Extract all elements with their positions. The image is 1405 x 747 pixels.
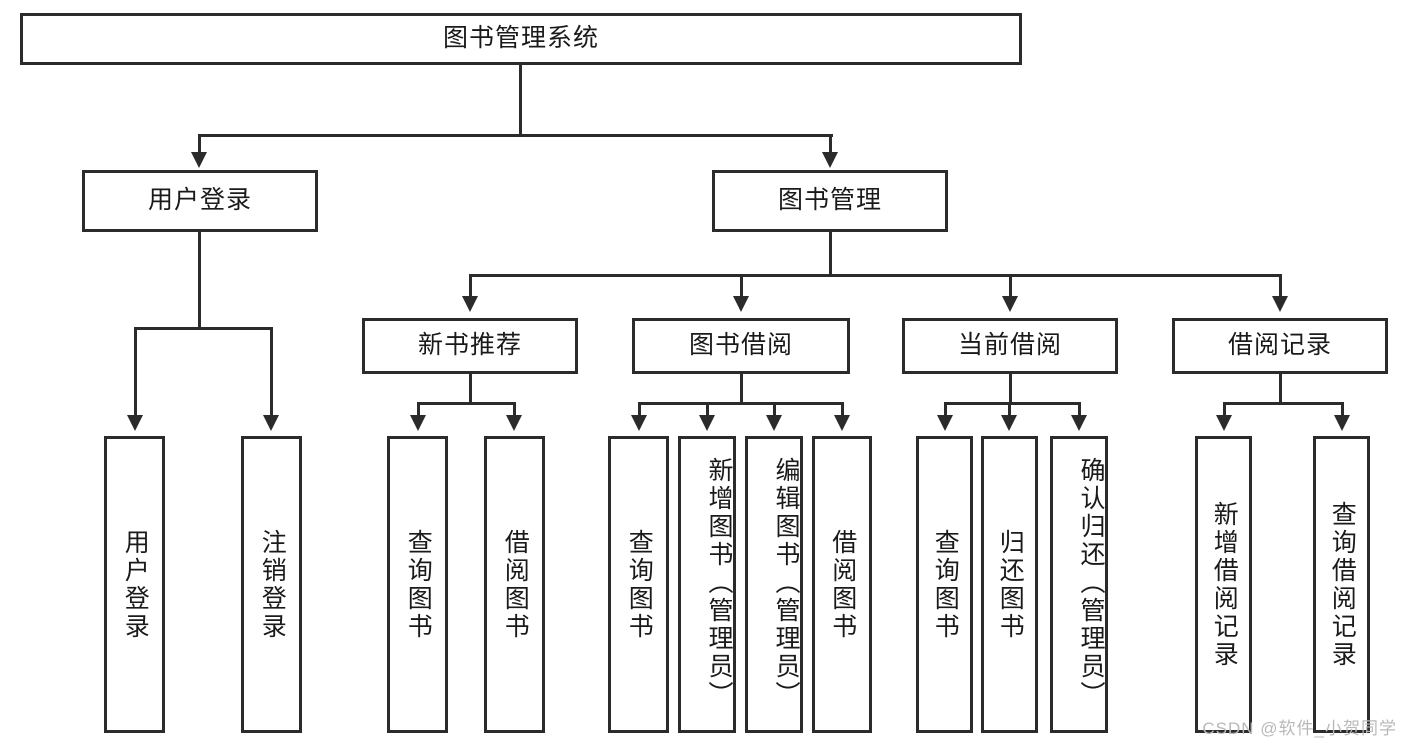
- leaf-edit-book-admin[interactable]: 编辑图书（管理员）: [745, 436, 803, 733]
- arrowhead-bookmgmt-to-newbook: [462, 296, 478, 312]
- connector-login-bar: [134, 327, 272, 330]
- node-label: 查询图书: [404, 528, 433, 641]
- connector-borrow-to-leaf4: [841, 402, 844, 417]
- connector-bookmgmt-to-current: [1009, 274, 1012, 298]
- arrowhead-bookmgmt-to-records: [1272, 296, 1288, 312]
- node-label: 借阅图书: [828, 528, 857, 641]
- leaf-query-book-newbook[interactable]: 查询图书: [387, 436, 448, 733]
- leaf-borrow-book-newbook[interactable]: 借阅图书: [484, 436, 545, 733]
- arrowhead-newbook-to-leaf1: [410, 415, 426, 431]
- connector-newbook-stem: [469, 374, 472, 402]
- connector-records-to-leaf2: [1341, 402, 1344, 417]
- node-label: 归还图书: [996, 528, 1025, 641]
- arrowhead-login-to-leaf2: [263, 415, 279, 431]
- connector-bookmgmt-bar: [469, 274, 1281, 277]
- leaf-add-borrow-record[interactable]: 新增借阅记录: [1195, 436, 1252, 733]
- node-label: 新增图书（管理员）: [705, 456, 733, 709]
- arrowhead-bookmgmt-to-current: [1002, 296, 1018, 312]
- node-label: 借阅记录: [1227, 331, 1332, 360]
- arrowhead-current-to-leaf2: [1001, 415, 1017, 431]
- connector-borrow-bar: [638, 402, 843, 405]
- arrowhead-borrow-to-leaf2: [699, 415, 715, 431]
- connector-root-to-login: [198, 134, 201, 154]
- node-label: 当前借阅: [957, 331, 1062, 360]
- connector-bookmgmt-stem: [829, 232, 832, 274]
- connector-bookmgmt-to-borrow: [740, 274, 743, 298]
- connector-newbook-bar: [417, 402, 516, 405]
- node-borrow-records[interactable]: 借阅记录: [1172, 318, 1388, 374]
- arrowhead-bookmgmt-to-borrow: [733, 296, 749, 312]
- connector-borrow-to-leaf3: [773, 402, 776, 417]
- connector-root-bar: [199, 134, 833, 137]
- node-label: 查询图书: [625, 528, 654, 641]
- connector-current-bar: [944, 402, 1080, 405]
- node-label: 查询借阅记录: [1328, 500, 1357, 669]
- connector-borrow-to-leaf2: [706, 402, 709, 417]
- node-label: 图书借阅: [688, 331, 793, 360]
- leaf-logout[interactable]: 注销登录: [241, 436, 302, 733]
- leaf-borrow-book[interactable]: 借阅图书: [812, 436, 872, 733]
- node-label: 新书推荐: [417, 331, 522, 360]
- node-label: 注销登录: [258, 528, 287, 641]
- node-label: 确认归还（管理员）: [1077, 456, 1105, 709]
- connector-current-to-leaf1: [944, 402, 947, 417]
- node-label: 借阅图书: [501, 528, 530, 641]
- node-label: 用户登录: [147, 186, 252, 215]
- leaf-query-book-borrow[interactable]: 查询图书: [608, 436, 669, 733]
- leaf-confirm-return-admin[interactable]: 确认归还（管理员）: [1050, 436, 1108, 733]
- connector-records-bar: [1223, 402, 1344, 405]
- node-root-system[interactable]: 图书管理系统: [20, 13, 1022, 65]
- node-book-management[interactable]: 图书管理: [712, 170, 948, 232]
- leaf-return-book[interactable]: 归还图书: [981, 436, 1038, 733]
- connector-borrow-stem: [740, 374, 743, 402]
- arrowhead-borrow-to-leaf3: [766, 415, 782, 431]
- connector-current-stem: [1009, 374, 1012, 402]
- connector-root-stem: [519, 65, 522, 134]
- connector-bookmgmt-to-newbook: [469, 274, 472, 298]
- connector-records-to-leaf1: [1223, 402, 1226, 417]
- connector-bookmgmt-to-records: [1279, 274, 1282, 298]
- arrowhead-current-to-leaf1: [937, 415, 953, 431]
- arrowhead-login-to-leaf1: [127, 415, 143, 431]
- arrowhead-root-to-bookmgmt: [822, 152, 838, 168]
- node-label: 编辑图书（管理员）: [772, 456, 800, 709]
- connector-borrow-to-leaf1: [638, 402, 641, 417]
- node-label: 图书管理: [777, 186, 882, 215]
- arrowhead-records-to-leaf2: [1334, 415, 1350, 431]
- connector-login-to-leaf1: [134, 327, 137, 417]
- arrowhead-root-to-login: [191, 152, 207, 168]
- arrowhead-newbook-to-leaf2: [506, 415, 522, 431]
- connector-records-stem: [1279, 374, 1282, 402]
- connector-current-to-leaf3: [1078, 402, 1081, 417]
- arrowhead-current-to-leaf3: [1071, 415, 1087, 431]
- arrowhead-borrow-to-leaf1: [631, 415, 647, 431]
- node-label: 图书管理系统: [442, 24, 599, 53]
- node-label: 新增借阅记录: [1210, 500, 1239, 669]
- connector-newbook-to-leaf2: [513, 402, 516, 417]
- node-label: 用户登录: [121, 528, 150, 641]
- connector-login-to-leaf2: [270, 327, 273, 417]
- node-current-borrow[interactable]: 当前借阅: [902, 318, 1118, 374]
- connector-current-to-leaf2: [1008, 402, 1011, 417]
- leaf-user-login[interactable]: 用户登录: [104, 436, 165, 733]
- node-label: 查询图书: [931, 528, 960, 641]
- leaf-add-book-admin[interactable]: 新增图书（管理员）: [678, 436, 736, 733]
- connector-login-stem: [198, 232, 201, 327]
- node-book-borrow[interactable]: 图书借阅: [632, 318, 850, 374]
- connector-root-to-bookmgmt: [829, 134, 832, 154]
- connector-newbook-to-leaf1: [417, 402, 420, 417]
- leaf-query-borrow-record[interactable]: 查询借阅记录: [1313, 436, 1370, 733]
- arrowhead-records-to-leaf1: [1216, 415, 1232, 431]
- arrowhead-borrow-to-leaf4: [834, 415, 850, 431]
- leaf-query-book-current[interactable]: 查询图书: [916, 436, 973, 733]
- node-user-login[interactable]: 用户登录: [82, 170, 318, 232]
- node-new-book-recommend[interactable]: 新书推荐: [362, 318, 578, 374]
